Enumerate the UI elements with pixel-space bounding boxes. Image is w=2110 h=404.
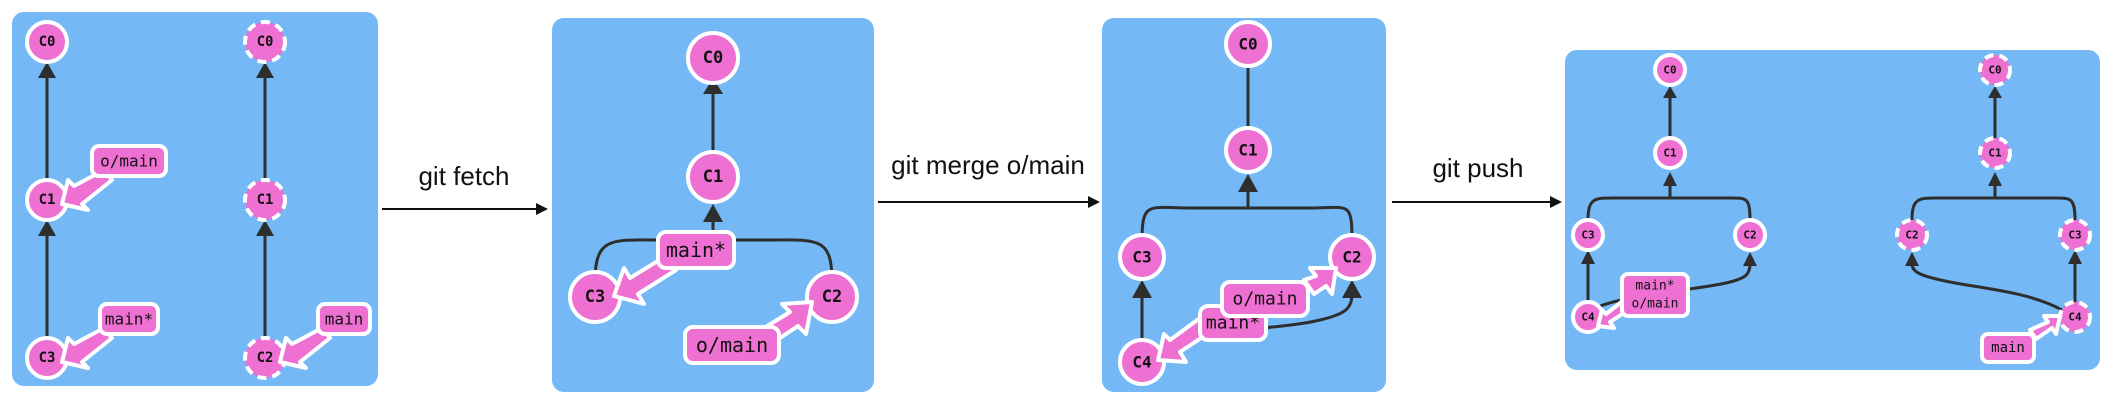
svg-text:main: main bbox=[1991, 340, 2025, 356]
branch-label-o-main: o/main bbox=[60, 144, 168, 212]
local-commit-c3: C3 bbox=[1571, 218, 1605, 252]
svg-text:C4: C4 bbox=[1581, 311, 1595, 324]
commit-c0: C0 bbox=[686, 31, 740, 85]
svg-text:main*: main* bbox=[105, 310, 153, 329]
remote-branch-label-main: main bbox=[278, 302, 372, 370]
svg-text:C0: C0 bbox=[39, 34, 56, 50]
branch-label-main-head: main* bbox=[612, 230, 736, 306]
svg-text:o/main: o/main bbox=[100, 152, 158, 171]
svg-text:main*: main* bbox=[1635, 279, 1674, 294]
transition-label: git fetch bbox=[418, 161, 509, 191]
svg-text:C2: C2 bbox=[1743, 229, 1756, 242]
remote-commit-c1: C1 bbox=[1978, 136, 2012, 170]
svg-text:C2: C2 bbox=[1905, 229, 1918, 242]
branch-label-o-main: o/main bbox=[683, 300, 814, 365]
remote-commit-c4: C4 bbox=[2058, 300, 2092, 334]
svg-text:C4: C4 bbox=[2068, 311, 2082, 324]
svg-text:C3: C3 bbox=[2068, 229, 2081, 242]
svg-text:C2: C2 bbox=[1342, 248, 1361, 267]
commit-c0: C0 bbox=[1224, 20, 1272, 68]
svg-text:C0: C0 bbox=[1238, 35, 1257, 54]
local-commit-c2: C2 bbox=[1733, 218, 1767, 252]
transition-label: git push bbox=[1432, 153, 1523, 183]
edges bbox=[38, 62, 274, 340]
commit-c1: C1 bbox=[1224, 126, 1272, 174]
commit-c2: C2 bbox=[1328, 233, 1376, 281]
remote-branch-label-main: main bbox=[1980, 314, 2062, 364]
transition-label: git merge o/main bbox=[891, 150, 1085, 180]
svg-text:C1: C1 bbox=[257, 192, 274, 208]
svg-text:C1: C1 bbox=[703, 167, 723, 187]
svg-text:o/main: o/main bbox=[1232, 289, 1297, 310]
panel-after-fetch: C0 C1 C3 C2 main* o/main bbox=[552, 18, 874, 392]
svg-text:C0: C0 bbox=[703, 48, 723, 68]
panel-initial: C0 C1 C3 C0 C1 C2 o/main bbox=[12, 12, 378, 386]
svg-text:C3: C3 bbox=[39, 350, 56, 366]
remote-commit-c0: C0 bbox=[1978, 53, 2012, 87]
remote-commit-c1: C1 bbox=[243, 178, 287, 222]
branch-label-main-head-o-main: main* o/main bbox=[1596, 272, 1690, 330]
branch-label-o-main: o/main bbox=[1220, 266, 1338, 318]
transition-git-fetch: git fetch bbox=[382, 161, 548, 215]
panel-after-merge-background bbox=[1102, 18, 1386, 392]
commit-c1: C1 bbox=[686, 150, 740, 204]
svg-text:o/main: o/main bbox=[1632, 297, 1679, 312]
panel-after-push: C0 C1 C3 C2 C4 main* o/main bbox=[1565, 50, 2100, 370]
panel-after-push-background bbox=[1565, 50, 2100, 370]
svg-text:C2: C2 bbox=[822, 287, 842, 307]
svg-text:main: main bbox=[325, 310, 364, 329]
remote-commit-c0: C0 bbox=[243, 20, 287, 64]
remote-commit-c2: C2 bbox=[1895, 218, 1929, 252]
local-commit-c0: C0 bbox=[1653, 53, 1687, 87]
transition-git-merge: git merge o/main bbox=[878, 150, 1100, 208]
commit-c3: C3 bbox=[25, 336, 69, 380]
svg-text:C0: C0 bbox=[1663, 64, 1676, 77]
svg-text:C1: C1 bbox=[39, 192, 56, 208]
branch-label-main-head: main* bbox=[60, 302, 160, 370]
panel-initial-background bbox=[12, 12, 378, 386]
remote-edges bbox=[1905, 86, 2082, 312]
panel-after-merge: C0 C1 C3 C2 C4 main* o/main bbox=[1102, 18, 1386, 392]
svg-text:C4: C4 bbox=[1132, 353, 1151, 372]
commit-c0: C0 bbox=[25, 20, 69, 64]
svg-text:C1: C1 bbox=[1663, 147, 1677, 160]
svg-text:C1: C1 bbox=[1988, 147, 2002, 160]
svg-text:C3: C3 bbox=[1581, 229, 1594, 242]
remote-commit-c3: C3 bbox=[2058, 218, 2092, 252]
svg-text:C2: C2 bbox=[257, 350, 274, 366]
commit-c4: C4 bbox=[1118, 338, 1166, 386]
commit-c3: C3 bbox=[1118, 233, 1166, 281]
local-commit-c1: C1 bbox=[1653, 136, 1687, 170]
svg-text:C0: C0 bbox=[257, 34, 274, 50]
svg-text:main*: main* bbox=[666, 238, 726, 262]
svg-text:o/main: o/main bbox=[696, 333, 768, 357]
svg-text:C3: C3 bbox=[1132, 248, 1151, 267]
commit-c2: C2 bbox=[805, 270, 859, 324]
svg-text:C3: C3 bbox=[585, 287, 605, 307]
transition-git-push: git push bbox=[1392, 153, 1562, 208]
svg-text:C0: C0 bbox=[1988, 64, 2001, 77]
commit-c3: C3 bbox=[568, 270, 622, 324]
svg-text:C1: C1 bbox=[1238, 141, 1257, 160]
